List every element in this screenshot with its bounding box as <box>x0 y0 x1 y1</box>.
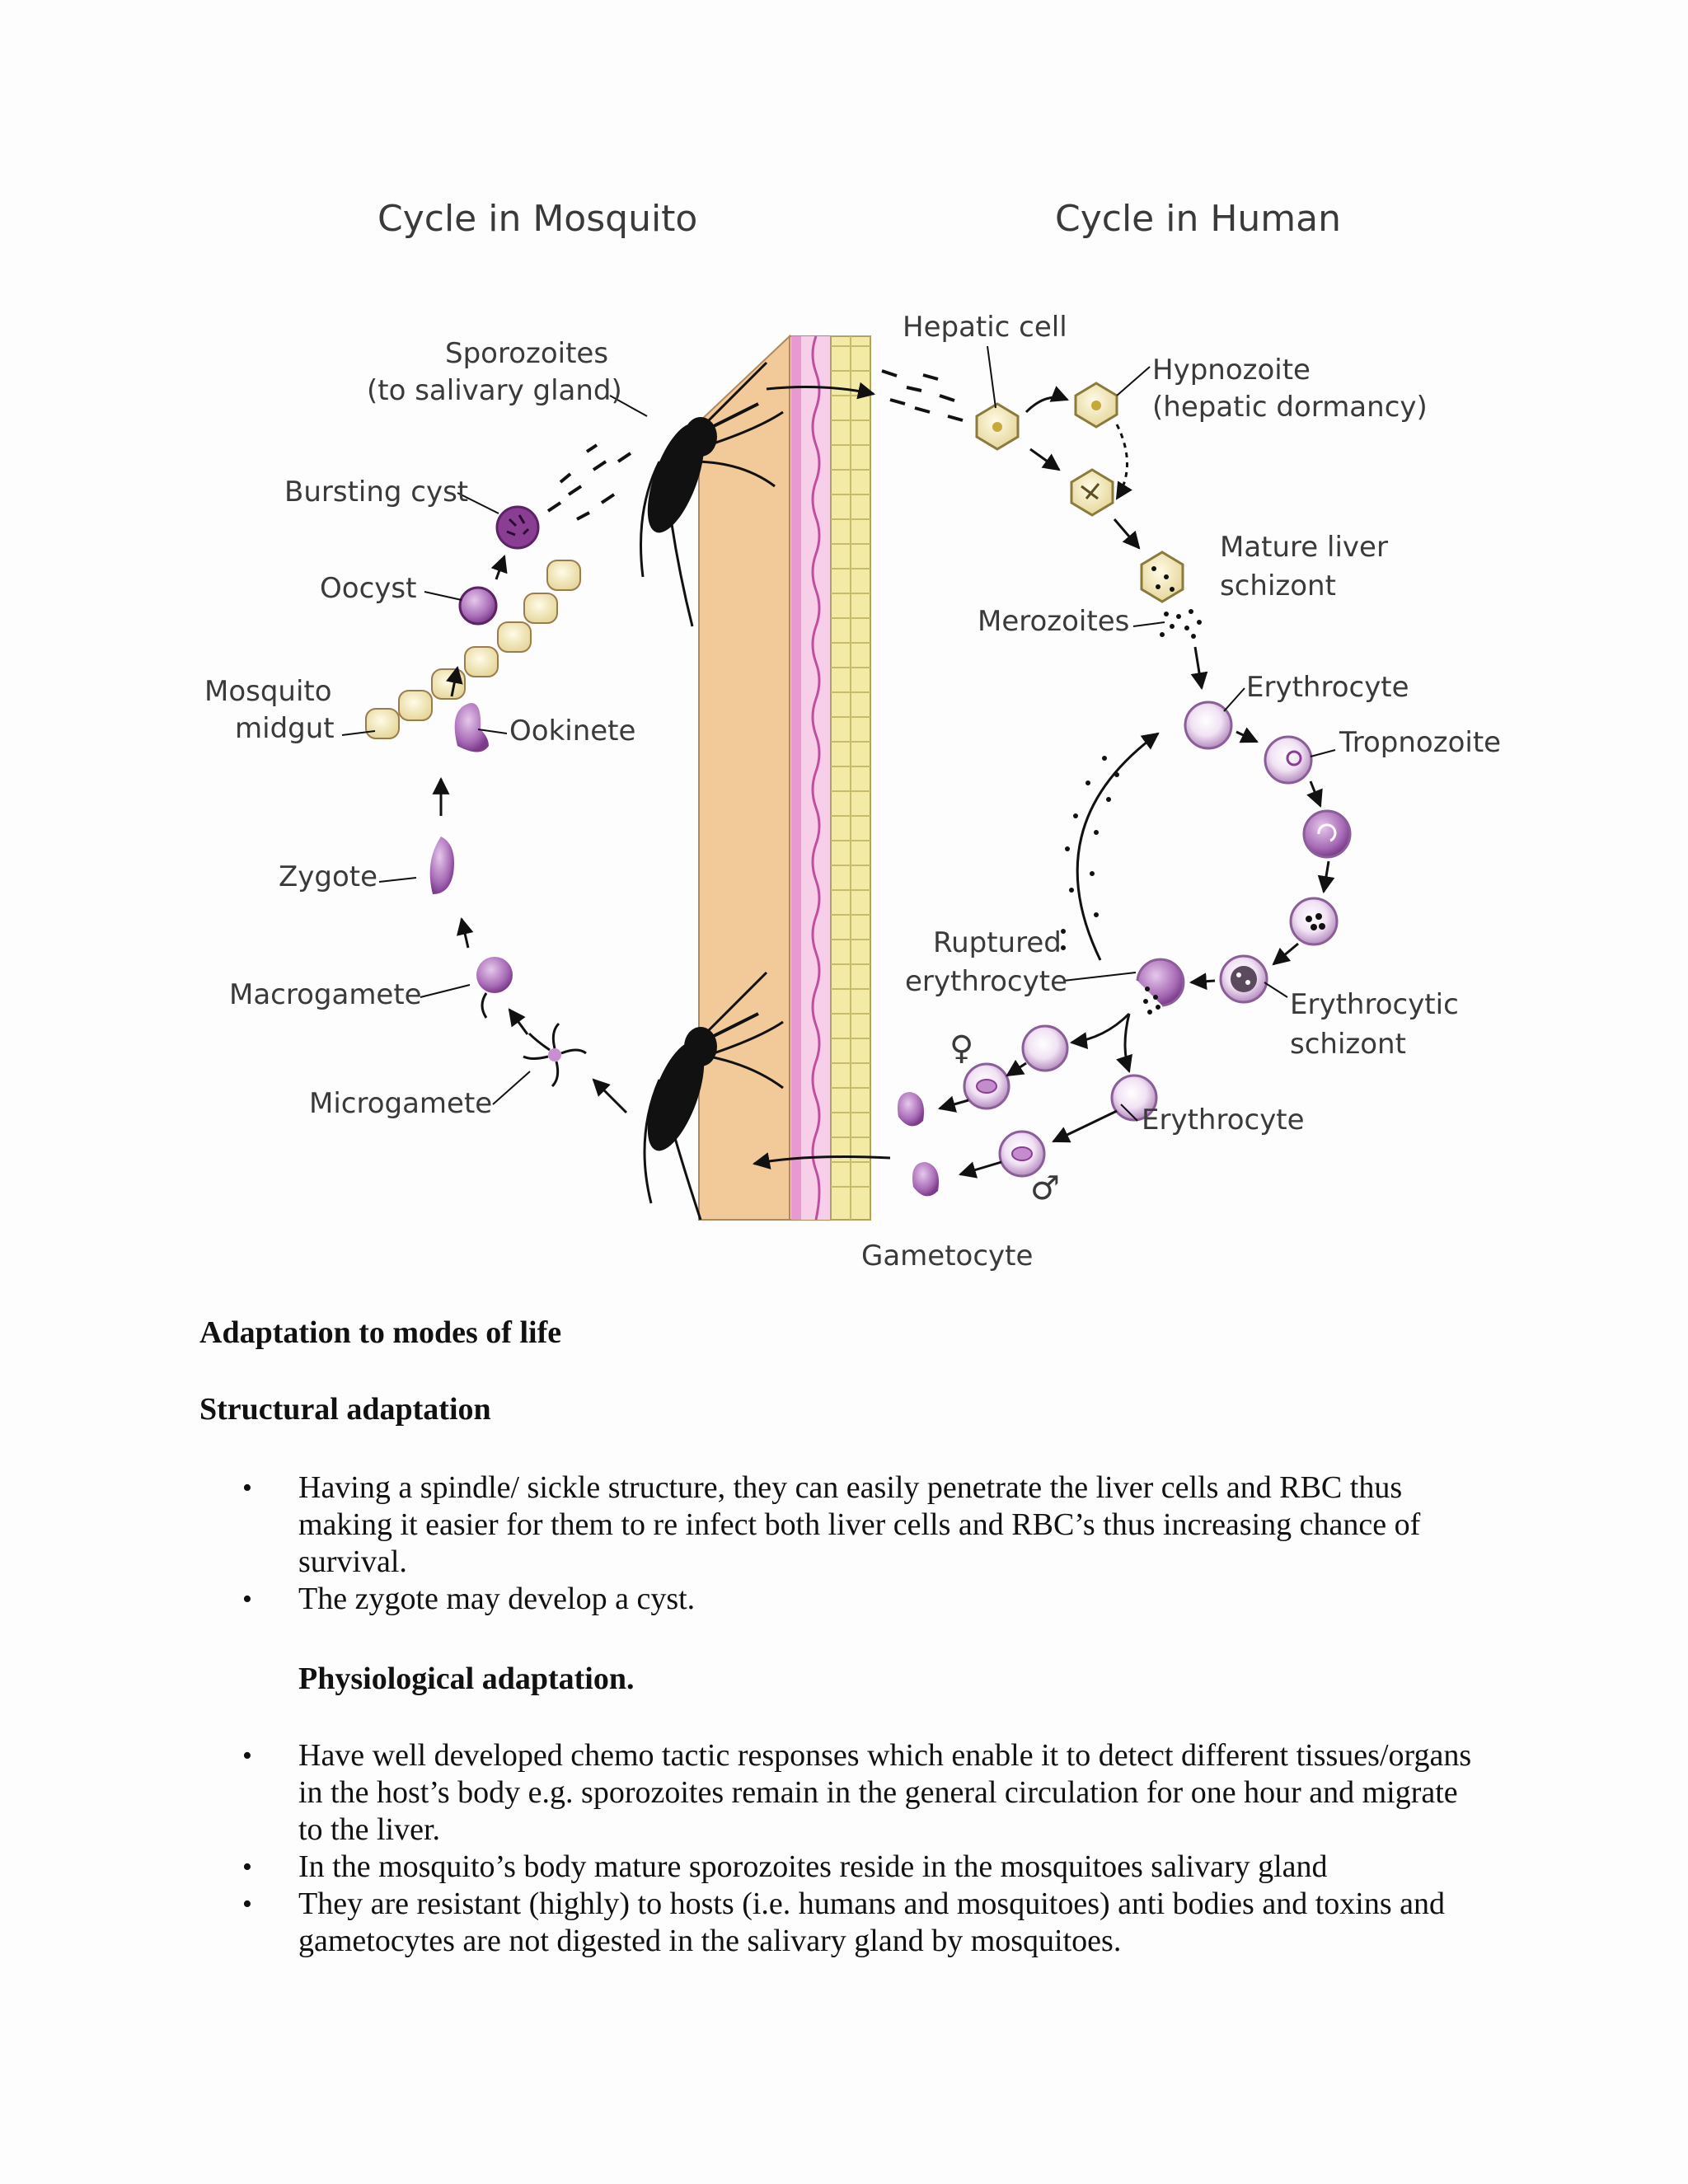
label-sporozoites: Sporozoites <box>445 337 608 370</box>
sporozoite-dashes <box>546 443 632 521</box>
label-midgut: midgut <box>235 712 335 745</box>
bursting-cyst-icon <box>495 505 540 550</box>
label-ookinete: Ookinete <box>509 715 635 748</box>
label-bursting-cyst: Bursting cyst <box>284 476 468 509</box>
label-erythrocytic-schizont: schizont <box>1290 1028 1406 1061</box>
macrogamete-icon <box>476 957 513 993</box>
erythrocyte-female-branch-icon <box>1021 1024 1069 1072</box>
label-schizont: schizont <box>1220 569 1336 602</box>
liver-cell-developing-icon <box>1070 468 1114 517</box>
list-item: In the mosquito’s body mature sporozoite… <box>199 1849 1485 1886</box>
title-mosquito: Cycle in Mosquito <box>377 198 697 240</box>
heading-adaptation: Adaptation to modes of life <box>199 1315 562 1350</box>
merozoites-dots <box>1160 609 1202 639</box>
label-zygote: Zygote <box>279 860 377 893</box>
label-hepatic-cell: Hepatic cell <box>903 311 1067 344</box>
mosquito-midgut <box>365 560 581 739</box>
label-microgamete: Microgamete <box>309 1087 492 1120</box>
list-item: They are resistant (highly) to hosts (i.… <box>199 1886 1485 1960</box>
label-to-salivary-gland: (to salivary gland) <box>367 374 622 407</box>
female-gametocyte-icon <box>898 1092 924 1127</box>
label-hypnozoite: Hypnozoite <box>1152 354 1311 387</box>
hypnozoite-icon <box>1074 382 1118 429</box>
ookinete-icon <box>454 703 489 752</box>
label-erythrocyte-bottom: Erythrocyte <box>1142 1104 1305 1137</box>
male-symbol: ♂ <box>1030 1169 1060 1207</box>
list-item: The zygote may develop a cyst. <box>199 1581 1485 1618</box>
label-oocyst: Oocyst <box>320 572 416 605</box>
male-gametocyte-developing-icon <box>998 1130 1046 1178</box>
heading-physiological: Physiological adaptation. <box>298 1661 635 1696</box>
male-gametocyte-icon <box>912 1162 939 1197</box>
skin-panel <box>698 334 871 1221</box>
erythrocytic-schizont-icon <box>1219 954 1268 1004</box>
mosquito-top-icon <box>640 361 784 627</box>
label-erythrocyte-ruptured: erythrocyte <box>905 965 1067 998</box>
list-item: Have well developed chemo tactic respons… <box>199 1737 1485 1849</box>
mature-liver-schizont-icon <box>1140 551 1184 603</box>
heading-structural: Structural adaptation <box>199 1392 491 1427</box>
female-symbol: ♀ <box>950 1029 973 1067</box>
female-gametocyte-developing-icon <box>963 1062 1010 1110</box>
label-ruptured: Ruptured <box>933 926 1062 959</box>
label-gametocyte: Gametocyte <box>861 1240 1033 1272</box>
list-item: Having a spindle/ sickle structure, they… <box>199 1469 1485 1581</box>
label-erythrocytic: Erythrocytic <box>1290 988 1459 1021</box>
label-erythrocyte-top: Erythrocyte <box>1246 671 1409 704</box>
label-merozoites: Merozoites <box>978 605 1129 638</box>
zygote-icon <box>429 837 454 894</box>
label-macrogamete: Macrogamete <box>229 978 422 1011</box>
title-human: Cycle in Human <box>1055 198 1341 240</box>
malaria-life-cycle-diagram: Cycle in Mosquito Cycle in Human <box>204 198 1501 1272</box>
label-mature-liver: Mature liver <box>1220 531 1388 564</box>
hepatic-cell-icon <box>975 402 1020 451</box>
oocyst-icon <box>458 586 498 626</box>
mosquito-bottom-icon <box>643 971 784 1221</box>
released-merozoites-dots <box>1061 756 1119 950</box>
microgamete-icon <box>523 1022 587 1088</box>
tropnozoite-icon <box>1264 735 1313 785</box>
ruptured-erythrocyte-icon <box>1136 958 1185 1015</box>
physiological-list: Have well developed chemo tactic respons… <box>199 1737 1485 1960</box>
sporozoites-to-human-dashes <box>881 369 964 422</box>
label-hepatic-dormancy: (hepatic dormancy) <box>1152 391 1428 424</box>
early-schizont-icon <box>1289 897 1339 946</box>
erythrocyte-icon <box>1184 701 1233 750</box>
erythrocyte-male-branch-icon <box>1110 1074 1158 1122</box>
ring-stage-icon <box>1302 809 1352 859</box>
structural-list: Having a spindle/ sickle structure, they… <box>199 1469 1485 1618</box>
label-mosquito: Mosquito <box>204 675 332 708</box>
label-tropnozoite: Tropnozoite <box>1339 726 1501 759</box>
